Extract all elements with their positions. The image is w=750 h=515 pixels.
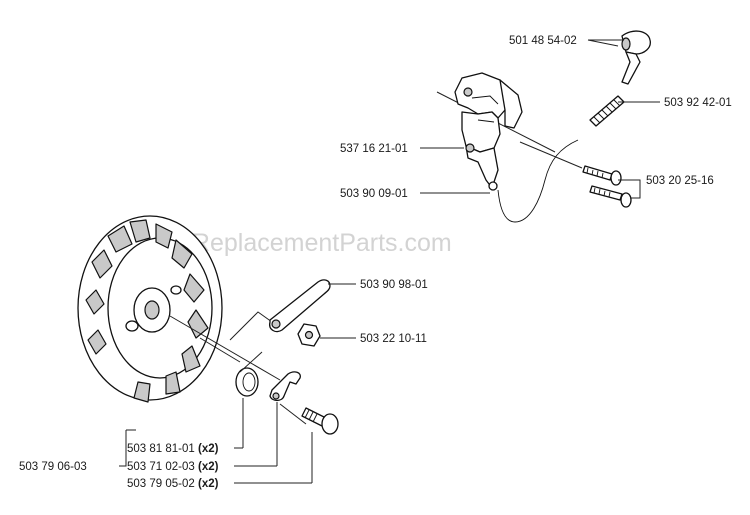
watermark: eReplacementParts.com	[178, 229, 452, 257]
label-503-20-25-16: 503 20 25-16	[646, 175, 714, 187]
label-503-90-09-01: 503 90 09-01	[340, 188, 408, 200]
spring-ring-illustration	[235, 351, 263, 397]
leader-lines	[119, 39, 660, 484]
qty-503-71-02-03: (x2)	[198, 461, 219, 473]
label-503-79-05-02: 503 79 05-02 (x2)	[127, 478, 219, 490]
nut-illustration	[297, 323, 321, 347]
label-503-71-02-03: 503 71 02-03 (x2)	[127, 461, 219, 473]
pawl-illustration	[269, 371, 307, 425]
shoulder-screw-illustration	[301, 407, 339, 435]
label-503-79-06-03: 503 79 06-03	[19, 461, 87, 473]
label-503-92-42-01: 503 92 42-01	[664, 97, 732, 109]
flywheel-illustration	[77, 215, 281, 403]
qty-503-79-05-02: (x2)	[198, 478, 219, 490]
label-503-90-98-01: 503 90 98-01	[360, 279, 428, 291]
label-503-22-10-11: 503 22 10-11	[360, 333, 427, 345]
label-501-48-54-02: 501 48 54-02	[509, 35, 577, 47]
qty-503-81-81-01: (x2)	[198, 443, 219, 455]
spring-illustration	[589, 95, 625, 127]
spark-plug-boot-illustration	[621, 30, 651, 85]
label-503-81-81-01: 503 81 81-01 (x2)	[127, 443, 219, 455]
ignition-module-illustration	[436, 72, 583, 223]
pawl-arm-illustration	[269, 279, 331, 333]
screws-illustration	[582, 165, 632, 208]
label-537-16-21-01: 537 16 21-01	[340, 143, 408, 155]
